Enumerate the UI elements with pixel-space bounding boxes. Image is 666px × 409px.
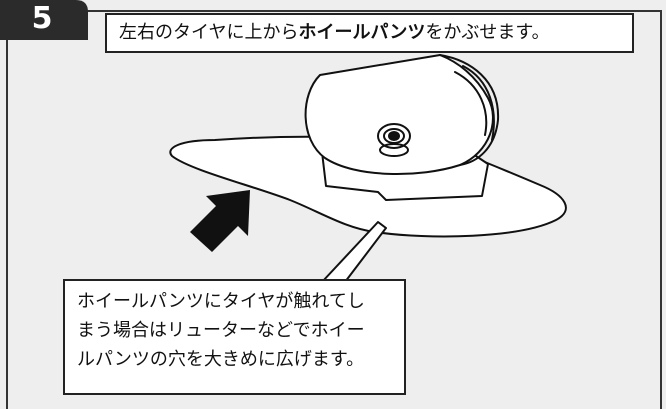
step-caption: 左右のタイヤに上からホイールパンツをかぶせます。 [105, 13, 634, 53]
caption-emphasis: ホイールパンツ [298, 22, 426, 43]
note-line-2: まう場合はリューターなどでホイー [77, 320, 365, 341]
arrow-icon [190, 190, 250, 252]
step-number: 5 [31, 1, 53, 36]
caption-text-end: をかぶせます。 [425, 22, 550, 43]
note-line-3: ルパンツの穴を大きめに広げます。 [77, 349, 365, 370]
step-badge [0, 0, 88, 40]
panel-frame [6, 10, 662, 409]
note-line-1: ホイールパンツにタイヤが触れてし [77, 291, 365, 312]
note-box: ホイールパンツにタイヤが触れてし まう場合はリューターなどでホイー ルパンツの穴… [63, 279, 406, 395]
caption-text: 左右のタイヤに上から [119, 22, 299, 43]
tire-shape [304, 54, 494, 175]
